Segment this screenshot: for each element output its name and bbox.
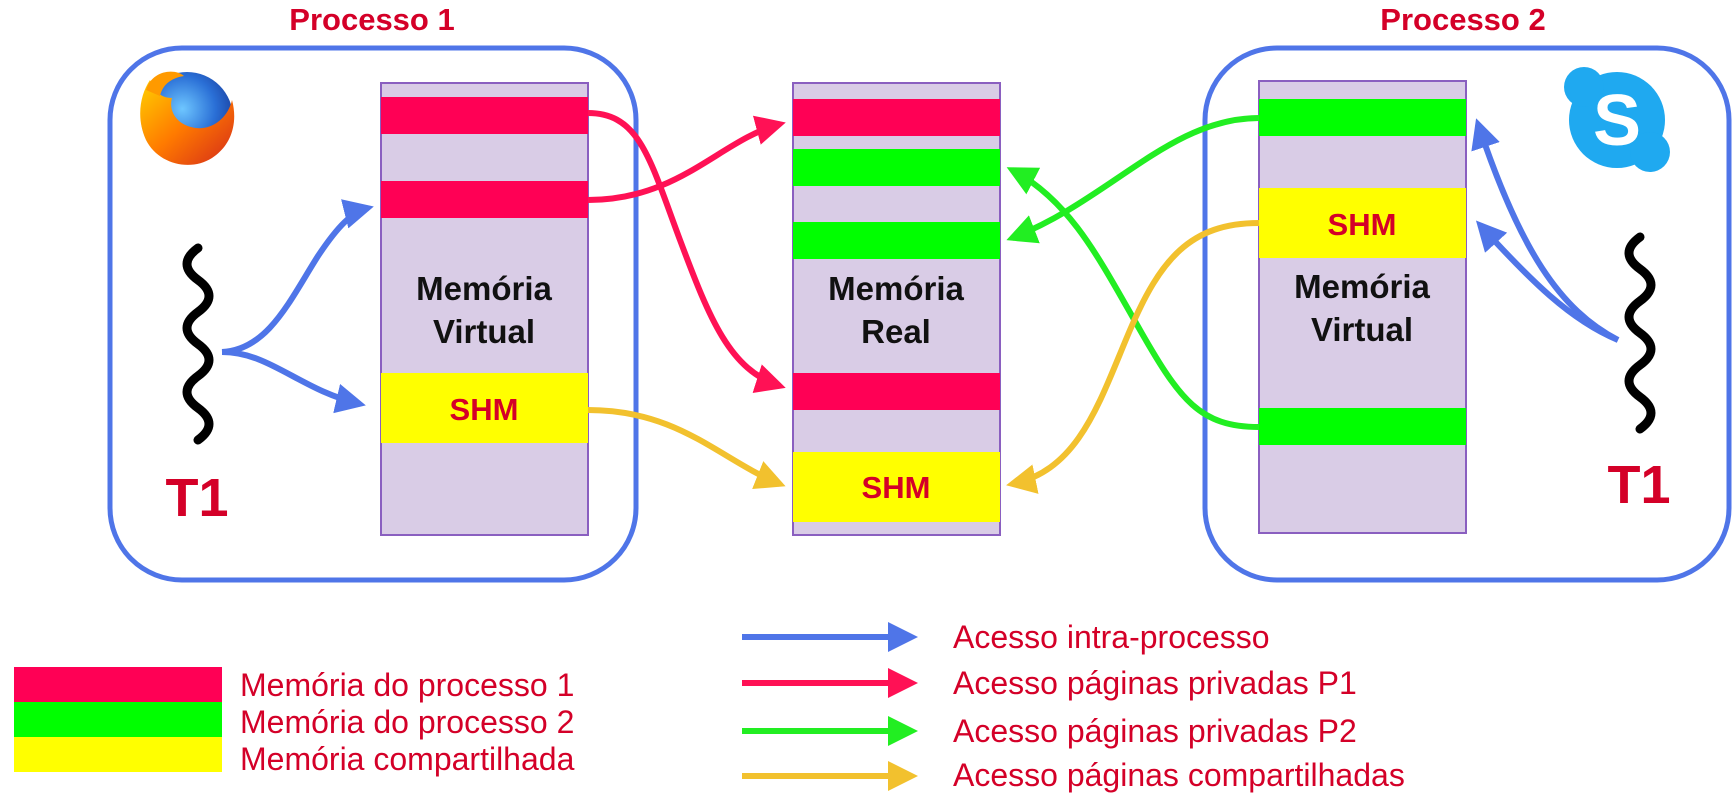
legend-arrow-label-intra: Acesso intra-processo <box>953 619 1270 655</box>
p2-private-arrow <box>1006 167 1260 430</box>
process2-memory-label-line2: Virtual <box>1311 311 1413 348</box>
legend-swatch-shared <box>14 737 222 772</box>
p1-private-page <box>381 181 588 218</box>
p1-shm-arrow <box>587 407 786 490</box>
real-shm-page <box>793 452 1000 522</box>
real-p1-page <box>793 99 1000 136</box>
process1-memory-label-line1: Memória <box>416 270 552 307</box>
legend-swatch-p2 <box>14 702 222 737</box>
process2-box <box>1202 45 1732 583</box>
legend-arrow-label-p1: Acesso páginas privadas P1 <box>953 665 1357 701</box>
real-p1-page <box>793 373 1000 410</box>
skype-icon: S <box>1564 67 1670 172</box>
p2-private-arrow <box>1006 115 1260 244</box>
p1-intra-arrow <box>221 199 374 355</box>
process2-memory-label-line1: Memória <box>1294 268 1430 305</box>
legend-label-shared: Memória compartilhada <box>240 741 575 777</box>
process2-thread-label: T1 <box>1607 455 1670 515</box>
p1-private-arrow <box>587 115 786 203</box>
process2-thread-icon <box>1624 232 1656 434</box>
p1-private-page <box>381 97 588 134</box>
process2-shm-label: SHM <box>1328 207 1397 242</box>
process1-shm-label: SHM <box>450 392 519 427</box>
p1-private-arrow <box>587 110 786 393</box>
p2-private-page <box>1259 408 1466 445</box>
legend-label-p1: Memória do processo 1 <box>240 667 574 703</box>
p2-intra-arrow <box>1475 220 1620 343</box>
p2-private-page <box>1259 99 1466 136</box>
process1-box <box>107 45 639 583</box>
process1-thread-icon <box>182 243 214 445</box>
real-shm-label: SHM <box>862 470 931 505</box>
real-memory-label-line2: Real <box>861 313 931 350</box>
real-p2-page <box>793 222 1000 259</box>
process1-virtual-memory <box>380 82 589 536</box>
p2-shm-page <box>1259 188 1466 258</box>
p1-intra-arrow <box>221 349 366 414</box>
process2-title: Processo 2 <box>1380 2 1545 37</box>
real-p2-page <box>793 149 1000 186</box>
real-memory-label-line1: Memória <box>828 270 964 307</box>
legend-label-p2: Memória do processo 2 <box>240 704 574 740</box>
p1-shm-page <box>381 373 588 443</box>
process2-virtual-memory <box>1258 80 1467 534</box>
svg-text:S: S <box>1593 81 1641 161</box>
p2-shm-arrow <box>1006 220 1260 494</box>
process1-title: Processo 1 <box>289 2 454 37</box>
legend-swatch-p1 <box>14 667 222 702</box>
process1-thread-label: T1 <box>165 468 228 528</box>
firefox-icon <box>140 71 235 165</box>
legend-arrow-label-p2: Acesso páginas privadas P2 <box>953 713 1357 749</box>
process1-memory-label-line2: Virtual <box>433 313 535 350</box>
legend-arrow-label-shared: Acesso páginas compartilhadas <box>953 757 1405 793</box>
